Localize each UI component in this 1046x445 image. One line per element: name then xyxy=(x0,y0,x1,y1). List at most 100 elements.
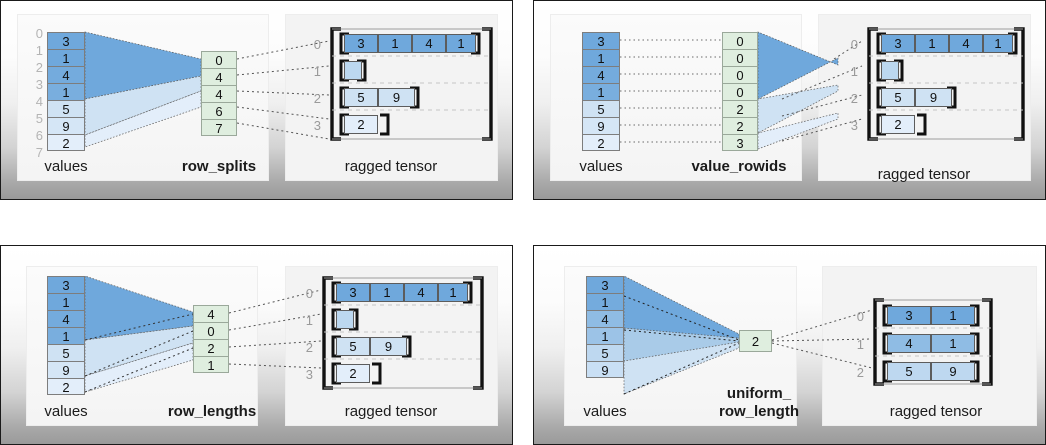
value-cell: 1 xyxy=(47,49,85,66)
tensor-outer-brackets xyxy=(867,27,1025,141)
tensor-cell: 4 xyxy=(949,34,983,53)
tensor-cell: 1 xyxy=(438,283,468,302)
value-index: 1 xyxy=(35,43,43,58)
value-cell: 2 xyxy=(582,134,620,151)
tensor-cell-empty xyxy=(881,61,899,80)
encoding-cell: 0 xyxy=(193,322,229,339)
encoding-cell: 1 xyxy=(193,356,229,373)
values-label: values xyxy=(44,403,88,420)
panel-row-splits: 3 1 4 1 5 9 2 0 1 2 3 4 5 6 7 0 xyxy=(0,0,513,200)
encoding-cell: 2 xyxy=(193,339,229,356)
encoding-cell: 0 xyxy=(722,66,758,83)
tensor-cell: 4 xyxy=(404,283,438,302)
value-index: 7 xyxy=(35,145,43,160)
tensor-cell: 5 xyxy=(881,88,915,107)
encoding-cell: 0 xyxy=(722,49,758,66)
values-label: values xyxy=(44,158,88,175)
encoding-cell: 0 xyxy=(722,83,758,100)
tensor-cell: 3 xyxy=(344,34,378,53)
tensor-row-label: 3 xyxy=(305,367,313,382)
value-index: 4 xyxy=(35,94,43,109)
tensor-cell: 3 xyxy=(881,34,915,53)
value-cell: 4 xyxy=(47,66,85,83)
panel-value-rowids: 3 1 4 1 5 9 2 0 0 0 0 2 2 3 values value… xyxy=(533,0,1046,200)
encoding-cell: 7 xyxy=(201,119,237,136)
uniform-row-length-cell: 2 xyxy=(739,330,772,352)
encoding-label: row_lengths xyxy=(167,403,257,420)
tensor-cell: 2 xyxy=(344,115,378,134)
encoding-cell: 6 xyxy=(201,102,237,119)
value-cell: 1 xyxy=(47,83,85,100)
tensor-outer-brackets xyxy=(322,276,484,390)
value-cell: 5 xyxy=(47,344,85,361)
tensor-label: ragged tensor xyxy=(344,403,438,420)
tensor-row-label: 2 xyxy=(313,91,321,106)
encoding-label-line2: row_length xyxy=(718,403,799,420)
ragged-tensor: 0 1 2 3 3 1 4 1 5 xyxy=(306,276,486,390)
encoding-cell: 0 xyxy=(201,51,237,68)
values-column: 3 1 4 1 5 9 2 xyxy=(47,276,85,395)
value-cell: 3 xyxy=(586,276,624,293)
tensor-cell: 9 xyxy=(370,337,407,356)
tensor-label: ragged tensor xyxy=(889,403,983,420)
tensor-cell: 2 xyxy=(881,115,915,134)
value-index: 3 xyxy=(35,77,43,92)
tensor-cell: 9 xyxy=(931,362,975,381)
value-cell: 1 xyxy=(47,293,85,310)
tensor-row-label: 2 xyxy=(850,91,858,106)
tensor-row-label: 3 xyxy=(313,118,321,133)
tensor-row-label: 2 xyxy=(305,340,313,355)
ragged-tensor: 0 1 2 3 3 1 4 1 xyxy=(314,27,494,141)
value-cell: 9 xyxy=(47,117,85,134)
values-column: 3 1 4 1 5 9 xyxy=(586,276,624,378)
tensor-cell: 4 xyxy=(412,34,446,53)
tensor-row-label: 1 xyxy=(850,64,858,79)
tensor-row-label: 1 xyxy=(305,313,313,328)
panel-uniform-row-length: 3 1 4 1 5 9 2 values uniform_ row_length… xyxy=(533,245,1046,445)
encoding-cell: 4 xyxy=(201,68,237,85)
tensor-cell-empty xyxy=(344,61,362,80)
values-column: 3 1 4 1 5 9 2 xyxy=(47,32,85,151)
ragged-tensor: 0 1 2 3 3 1 4 1 5 xyxy=(851,27,1031,141)
value-cell: 9 xyxy=(47,361,85,378)
tensor-cell: 1 xyxy=(378,34,412,53)
tensor-cell: 3 xyxy=(336,283,370,302)
tensor-row-label: 0 xyxy=(313,37,321,52)
value-index: 2 xyxy=(35,60,43,75)
tensor-cell: 9 xyxy=(915,88,952,107)
tensor-row-label: 3 xyxy=(850,118,858,133)
encoding-label: row_splits xyxy=(181,158,257,175)
ragged-tensor: 0 1 2 3 1 4 1 5 9 xyxy=(857,298,1012,388)
tensor-cell: 4 xyxy=(887,334,931,353)
value-cell: 4 xyxy=(582,66,620,83)
tensor-cell: 1 xyxy=(931,306,975,325)
tensor-row-label: 0 xyxy=(850,37,858,52)
value-cell: 4 xyxy=(586,310,624,327)
tensor-cell: 2 xyxy=(336,364,370,383)
value-cell: 9 xyxy=(582,117,620,134)
tensor-row-label: 2 xyxy=(856,365,864,380)
tensor-row-label: 0 xyxy=(305,286,313,301)
value-index: 0 xyxy=(35,26,43,41)
value-cell: 2 xyxy=(47,378,85,395)
tensor-label: ragged tensor xyxy=(877,166,971,183)
encoding-cell: 4 xyxy=(201,85,237,102)
tensor-row-label: 1 xyxy=(313,64,321,79)
value-cell: 2 xyxy=(47,134,85,151)
value-cell: 1 xyxy=(586,293,624,310)
encoding-cell: 4 xyxy=(193,305,229,322)
tensor-cell: 1 xyxy=(446,34,476,53)
connector-wires xyxy=(620,31,863,150)
value-cell: 5 xyxy=(586,344,624,361)
value-cell: 5 xyxy=(47,100,85,117)
tensor-cell: 9 xyxy=(378,88,415,107)
encoding-cell: 2 xyxy=(722,100,758,117)
value-cell: 3 xyxy=(47,32,85,49)
tensor-outer-brackets xyxy=(330,27,493,141)
encoding-column: 0 0 0 0 2 2 3 xyxy=(722,32,758,151)
connector-wires xyxy=(84,275,322,393)
tensor-cell-empty xyxy=(336,310,354,329)
tensor-cell: 3 xyxy=(887,306,931,325)
tensor-cell: 1 xyxy=(931,334,975,353)
tensor-cell: 1 xyxy=(915,34,949,53)
